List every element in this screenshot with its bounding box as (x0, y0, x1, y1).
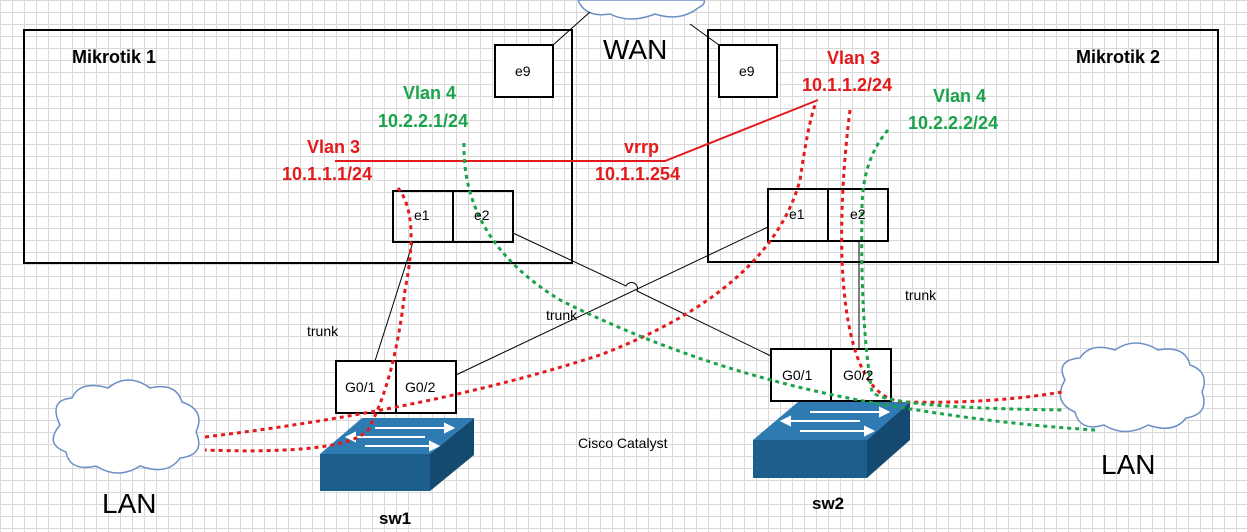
r2-vlan4-name: Vlan 4 (933, 86, 987, 106)
sw2-switch-icon (753, 402, 910, 478)
trunk-link-sw1-r1 (374, 241, 414, 362)
mikrotik2-e2-port (827, 188, 889, 242)
r1-vlan4-ip: 10.2.2.1/24 (378, 111, 469, 131)
mikrotik1-e9-port (494, 44, 554, 98)
vlan4-path-r1 (462, 142, 1096, 432)
wan-label: WAN (603, 34, 668, 65)
r2-vlan4-ip: 10.2.2.2/24 (908, 113, 999, 133)
vrrp-link (335, 99, 819, 162)
trunk-link-r1-sw2 (512, 232, 772, 357)
trunk-label-right: trunk (905, 287, 937, 303)
mikrotik2-title: Mikrotik 2 (1076, 47, 1161, 67)
vrrp-name: vrrp (624, 137, 660, 157)
trunk-label-left: trunk (307, 323, 339, 339)
mikrotik2-box (707, 29, 1219, 263)
mikrotik2-e9-port (718, 44, 778, 98)
sw1-switch-icon (320, 418, 474, 491)
sw1-g01-label: G0/1 (345, 379, 376, 395)
sw2-g01-label: G0/1 (782, 367, 813, 383)
vlan3-path-sw1-r2 (204, 104, 817, 439)
wan-cloud (577, 0, 706, 20)
wan-link-r1 (552, 11, 591, 46)
wan-link-r2 (689, 23, 720, 46)
mikrotik2-e1-label: e1 (789, 206, 805, 222)
vrrp-ip: 10.1.1.254 (595, 164, 681, 184)
vlan4-path-r2 (860, 129, 1066, 412)
switch-model-label: Cisco Catalyst (578, 435, 668, 451)
sw2-g02-label: G0/2 (843, 367, 874, 383)
sw2-g02-port (830, 348, 892, 402)
sw2-name: sw2 (812, 494, 845, 513)
mikrotik1-e9-label: e9 (515, 63, 531, 79)
mikrotik1-e2-label: e2 (474, 207, 490, 223)
lan-left-cloud (52, 379, 200, 474)
mikrotik2-e2-label: e2 (850, 206, 866, 222)
trunk-link-sw1-r2 (455, 226, 769, 376)
lan-right-label: LAN (1101, 449, 1156, 480)
lan-left-label: LAN (102, 488, 157, 519)
sw1-name: sw1 (379, 509, 412, 528)
r2-vlan3-name: Vlan 3 (827, 48, 881, 68)
r1-vlan3-ip: 10.1.1.1/24 (282, 164, 373, 184)
r2-vlan3-ip: 10.1.1.2/24 (802, 75, 893, 95)
mikrotik1-e2-port (452, 190, 514, 243)
trunk-label-middle: trunk (546, 307, 578, 323)
vlan3-path-r1-e1 (204, 187, 413, 453)
r1-vlan4-name: Vlan 4 (403, 83, 457, 103)
mikrotik2-e9-label: e9 (739, 63, 755, 79)
mikrotik1-e1-label: e1 (414, 207, 430, 223)
r1-vlan3-name: Vlan 3 (307, 137, 361, 157)
mikrotik1-title: Mikrotik 1 (72, 47, 157, 67)
lan-right-cloud (1059, 342, 1205, 433)
mikrotik1-box (23, 29, 573, 264)
sw2-g01-port (770, 348, 832, 402)
sw1-g02-label: G0/2 (405, 379, 436, 395)
vlan3-path-r2-lan (840, 109, 1063, 404)
